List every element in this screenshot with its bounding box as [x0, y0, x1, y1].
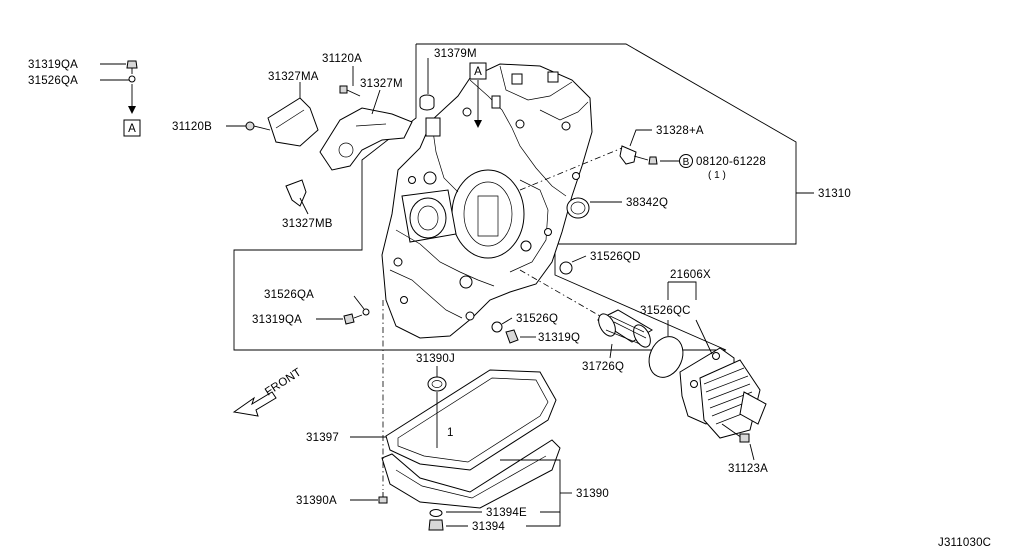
- label-31390A: 31390A: [296, 495, 337, 507]
- bolt-31319QA-top: [126, 60, 138, 74]
- plug-31379M: [419, 94, 435, 111]
- bolt-31123A: [721, 423, 750, 443]
- o-ring-31526QD: [559, 261, 573, 275]
- label-31526Q: 31526Q: [516, 313, 558, 325]
- leader-lines: [100, 58, 814, 527]
- front-direction-arrow: FRONT: [232, 366, 304, 417]
- label-38342Q: 38342Q: [626, 197, 668, 209]
- label-31397: 31397: [306, 432, 339, 444]
- label-31123A: 31123A: [728, 463, 768, 475]
- pan-bolt-31390A: [378, 492, 388, 504]
- o-ring-31526QC: [648, 336, 684, 378]
- label-31726Q: 31726Q: [582, 361, 624, 373]
- pan-quantity-mark: 1: [447, 427, 454, 439]
- washer-31526QA-mid: [362, 308, 370, 316]
- marker-a-case: A: [469, 62, 487, 128]
- label-31319QA-mid: 31319QA: [252, 314, 302, 326]
- oil-pan-31390: [381, 439, 561, 509]
- label-31120A: 31120A: [322, 53, 362, 65]
- pan-gasket-31397: [385, 369, 557, 471]
- label-31327M: 31327M: [360, 78, 403, 90]
- drain-washer-31394E: [429, 509, 443, 517]
- pan-seal-31390J: [427, 376, 447, 392]
- bolt-31319QA-mid: [343, 313, 363, 325]
- bracket-31327MB: [285, 179, 307, 207]
- bolt-circle-b-icon: B: [679, 154, 693, 168]
- oil-cooler-21606X: [679, 347, 767, 439]
- assembly-31310-outline: [233, 43, 797, 351]
- label-31526QA-mid: 31526QA: [264, 289, 314, 301]
- o-ring-31526Q: [491, 321, 503, 333]
- sensor-31328A: [619, 145, 649, 165]
- label-31526QD: 31526QD: [590, 251, 641, 263]
- marker-a-bottom-left: A: [123, 119, 141, 137]
- washer-31526QA-top: [128, 75, 136, 83]
- svg-text:B: B: [683, 157, 690, 168]
- bolt-08120-61228: [648, 156, 658, 165]
- sensor-axis-line: [519, 147, 623, 191]
- svg-text:A: A: [474, 66, 482, 78]
- label-31327MA: 31327MA: [268, 71, 319, 83]
- label-31120B: 31120B: [172, 121, 212, 133]
- diagram-reference-code: J311030C: [938, 537, 991, 549]
- filter-axis-line: [519, 269, 601, 317]
- label-31526QA-top: 31526QA: [28, 75, 78, 87]
- label-31394E: 31394E: [486, 507, 527, 519]
- front-label: FRONT: [263, 366, 304, 398]
- label-31319Q: 31319Q: [538, 332, 580, 344]
- label-31390J: 31390J: [416, 353, 455, 365]
- bracket-31327MA: [267, 97, 319, 147]
- svg-text:A: A: [128, 123, 136, 135]
- label-31310: 31310: [818, 188, 851, 200]
- label-31526QC: 31526QC: [640, 305, 691, 317]
- label-31327MB: 31327MB: [282, 218, 333, 230]
- label-08120-qty: ( 1 ): [708, 170, 726, 181]
- plug-31319Q: [505, 329, 519, 344]
- oil-seal-38342Q: [566, 197, 590, 219]
- bracket-31327M: [319, 107, 413, 171]
- drain-plug-31394: [428, 519, 444, 531]
- label-31390: 31390: [576, 488, 609, 500]
- part-labels: 31319QA 31526QA 31120A 31379M 31327MA 31…: [28, 48, 851, 533]
- label-21606X: 21606X: [670, 269, 711, 281]
- label-31379M: 31379M: [434, 48, 477, 60]
- label-31328A: 31328+A: [656, 125, 704, 137]
- label-08120-61228: 08120-61228: [696, 156, 766, 168]
- label-31319QA-top: 31319QA: [28, 59, 78, 71]
- bolt-31120B: [245, 121, 271, 131]
- transmission-case: [381, 63, 593, 339]
- filter-element-31726Q: [596, 309, 653, 348]
- label-31394: 31394: [472, 521, 505, 533]
- bolt-31120A: [339, 85, 361, 97]
